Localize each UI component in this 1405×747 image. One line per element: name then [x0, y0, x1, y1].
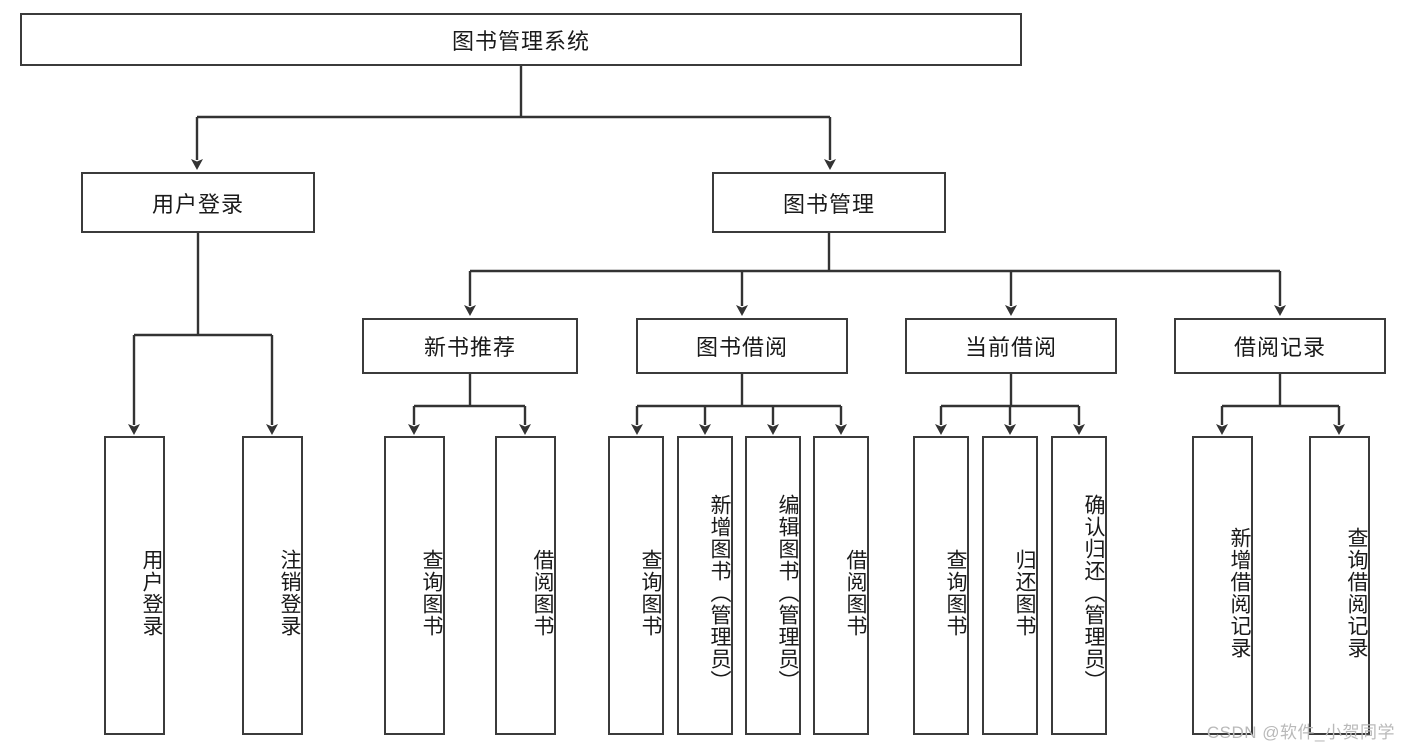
node-new-book-rec-label: 新书推荐: [423, 335, 516, 360]
leaf-query-book-2[interactable]: 查询图书: [608, 436, 664, 735]
leaf-query-book-1[interactable]: 查询图书: [384, 436, 445, 735]
leaf-add-book-label: 新增图书（管理员）: [708, 493, 731, 692]
leaf-confirm-return[interactable]: 确认归还（管理员）: [1051, 436, 1107, 735]
leaf-edit-book-label: 编辑图书（管理员）: [776, 493, 799, 692]
leaf-user-login-label: 用户登录: [140, 548, 163, 637]
leaf-return-book[interactable]: 归还图书: [982, 436, 1038, 735]
leaf-borrow-book-1[interactable]: 借阅图书: [495, 436, 556, 735]
leaf-confirm-return-label: 确认归还（管理员）: [1082, 493, 1105, 692]
leaf-return-book-label: 归还图书: [1013, 548, 1036, 637]
node-new-book-rec[interactable]: 新书推荐: [362, 318, 578, 374]
node-book-manage[interactable]: 图书管理: [712, 172, 946, 233]
watermark: CSDN @软件_小贺同学: [1206, 723, 1395, 742]
node-borrow-record-label: 借阅记录: [1233, 335, 1326, 360]
leaf-query-record[interactable]: 查询借阅记录: [1309, 436, 1370, 735]
leaf-query-record-label: 查询借阅记录: [1345, 526, 1368, 659]
leaf-logout-label: 注销登录: [278, 548, 301, 637]
node-book-borrow[interactable]: 图书借阅: [636, 318, 848, 374]
leaf-add-record-label: 新增借阅记录: [1228, 526, 1251, 659]
leaf-add-record[interactable]: 新增借阅记录: [1192, 436, 1253, 735]
node-current-borrow[interactable]: 当前借阅: [905, 318, 1117, 374]
node-borrow-record[interactable]: 借阅记录: [1174, 318, 1386, 374]
leaf-edit-book[interactable]: 编辑图书（管理员）: [745, 436, 801, 735]
node-user-login-label: 用户登录: [151, 191, 244, 217]
leaf-user-login[interactable]: 用户登录: [104, 436, 165, 735]
node-root[interactable]: 图书管理系统: [20, 13, 1022, 66]
leaf-borrow-book-2-label: 借阅图书: [844, 548, 867, 637]
leaf-query-book-2-label: 查询图书: [639, 548, 662, 637]
leaf-query-book-3[interactable]: 查询图书: [913, 436, 969, 735]
node-book-manage-label: 图书管理: [782, 191, 875, 217]
leaf-add-book[interactable]: 新增图书（管理员）: [677, 436, 733, 735]
leaf-borrow-book-1-label: 借阅图书: [531, 548, 554, 637]
node-root-label: 图书管理系统: [451, 28, 590, 54]
node-current-borrow-label: 当前借阅: [964, 335, 1057, 360]
leaf-logout[interactable]: 注销登录: [242, 436, 303, 735]
node-user-login[interactable]: 用户登录: [81, 172, 315, 233]
node-book-borrow-label: 图书借阅: [695, 335, 788, 360]
leaf-query-book-1-label: 查询图书: [420, 548, 443, 637]
leaf-borrow-book-2[interactable]: 借阅图书: [813, 436, 869, 735]
leaf-query-book-3-label: 查询图书: [944, 548, 967, 637]
